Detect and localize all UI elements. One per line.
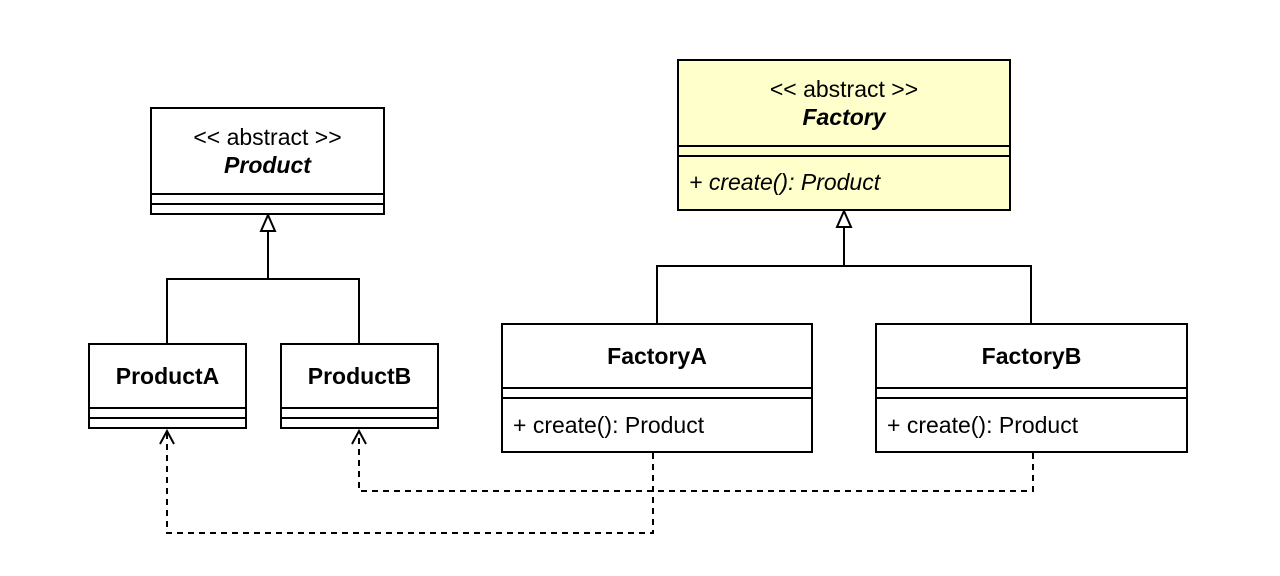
class-header: ProductA	[90, 345, 245, 407]
dependency-arrowhead-product-a	[159, 428, 175, 445]
operation-signature: create(): Product	[532, 411, 705, 438]
dependency-line-factory-a	[166, 431, 654, 534]
class-name: Product	[224, 152, 311, 178]
inheritance-line-factory-b	[844, 265, 1032, 323]
inheritance-line-factory-a	[656, 227, 845, 323]
attributes-compartment	[679, 145, 1009, 155]
attributes-compartment	[282, 407, 437, 417]
inheritance-arrowhead-product	[259, 212, 277, 232]
class-name: ProductB	[307, 363, 412, 389]
inheritance-line-product-b	[268, 278, 360, 343]
class-name: Factory	[802, 104, 886, 130]
class-factory[interactable]: << abstract >> Factory + create(): Produ…	[677, 59, 1011, 211]
dependency-factory-a-to-product-a	[159, 428, 654, 534]
operations-compartment: + create(): Product	[503, 397, 811, 451]
operation-create: + create(): Product	[503, 399, 811, 451]
operation-signature: create(): Product	[906, 411, 1079, 438]
inheritance-line-product-a	[166, 231, 269, 343]
class-header: ProductB	[282, 345, 437, 407]
inheritance-arrowhead-factory	[835, 208, 853, 228]
attributes-compartment	[152, 193, 383, 203]
class-product-b[interactable]: ProductB	[280, 343, 439, 429]
operation-create: + create(): Product	[877, 399, 1186, 451]
class-product[interactable]: << abstract >> Product	[150, 107, 385, 215]
class-name: FactoryA	[607, 343, 707, 369]
class-header: FactoryA	[503, 325, 811, 387]
stereotype-label: << abstract >>	[193, 124, 342, 150]
generalization-product	[166, 212, 360, 343]
dependency-factory-b-to-product-b	[351, 428, 1034, 492]
class-header: FactoryB	[877, 325, 1186, 387]
attributes-compartment	[503, 387, 811, 397]
class-header: << abstract >> Product	[152, 109, 383, 193]
class-factory-a[interactable]: FactoryA + create(): Product	[501, 323, 813, 453]
class-product-a[interactable]: ProductA	[88, 343, 247, 429]
stereotype-label: << abstract >>	[769, 76, 919, 102]
operation-signature: create(): Product	[708, 168, 881, 195]
operations-compartment	[152, 203, 383, 213]
operations-compartment	[90, 417, 245, 427]
operations-compartment: + create(): Product	[877, 397, 1186, 451]
class-header: << abstract >> Factory	[679, 61, 1009, 145]
visibility-marker: +	[887, 411, 907, 438]
operation-create: + create(): Product	[679, 157, 1009, 207]
attributes-compartment	[90, 407, 245, 417]
operations-compartment: + create(): Product	[679, 155, 1009, 207]
visibility-marker: +	[513, 411, 533, 438]
attributes-compartment	[877, 387, 1186, 397]
class-name: ProductA	[115, 363, 220, 389]
class-factory-b[interactable]: FactoryB + create(): Product	[875, 323, 1188, 453]
dependency-line-factory-b	[358, 431, 1034, 492]
operations-compartment	[282, 417, 437, 427]
visibility-marker: +	[689, 168, 709, 195]
generalization-factory	[656, 208, 1032, 323]
class-name: FactoryB	[981, 343, 1082, 369]
dependency-arrowhead-product-b	[351, 428, 367, 445]
